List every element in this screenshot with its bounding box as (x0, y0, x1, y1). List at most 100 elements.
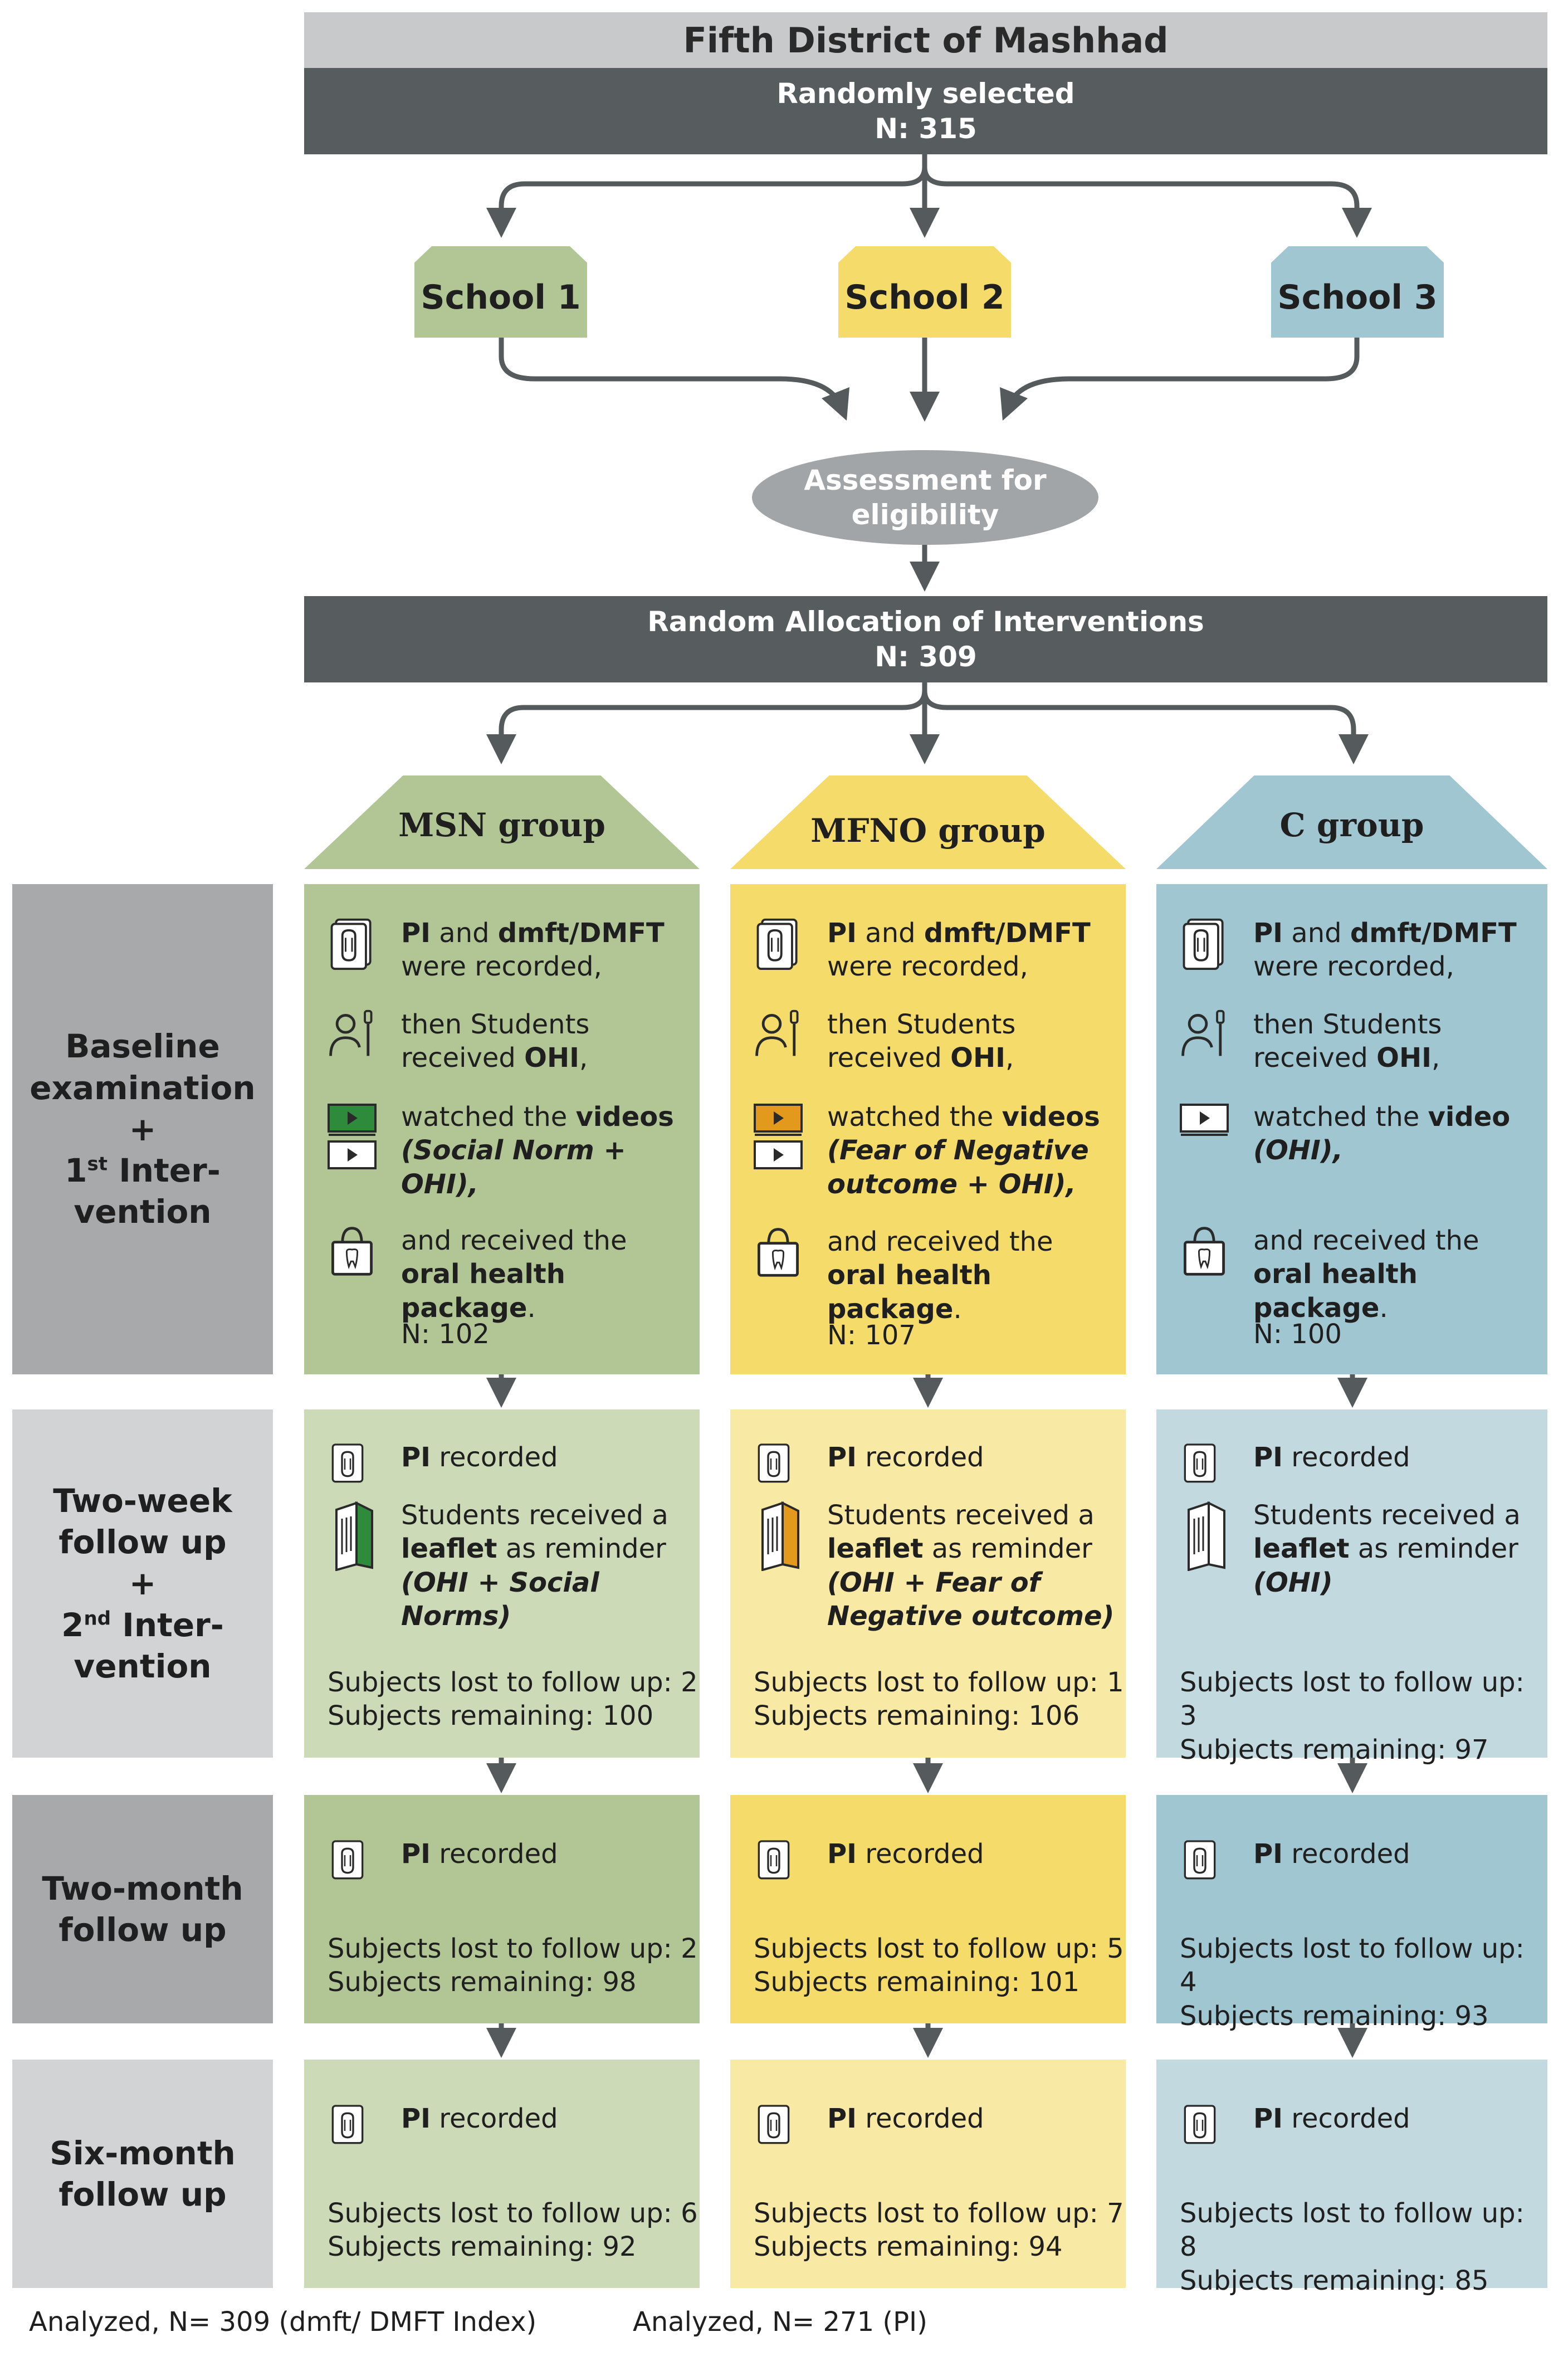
school-1-box: School 1 (414, 246, 587, 338)
video-icon (328, 1104, 377, 1169)
allocation-box: Random Allocation of Interventions N: 30… (304, 596, 1547, 682)
mfno-two-week-pi-row: PI recorded (751, 1441, 984, 1487)
stage-six-month: Six-month follow up (12, 2060, 273, 2288)
msn-six-month-remaining: Subjects remaining: 92 (328, 2231, 637, 2263)
stage-two-week-line4: 2nd Inter- (61, 1606, 224, 1644)
arrow-to-school-3 (922, 154, 1372, 238)
stage-two-week-line3: + (129, 1564, 157, 1603)
msn-two-week-pi-row: PI recorded (325, 1441, 558, 1487)
msn-two-week-remaining: Subjects remaining: 100 (328, 1700, 654, 1732)
msn-six-month-card: PI recorded Subjects lost to follow up: … (304, 2060, 700, 2288)
mfno-two-week-remaining: Subjects remaining: 106 (754, 1700, 1080, 1732)
leaflet-icon (761, 1501, 799, 1571)
mfno-two-month-pi-row: PI recorded (751, 1837, 984, 1884)
c-six-month-pi-row: PI recorded (1178, 2102, 1410, 2149)
arrow-school-3-to-eligibility (999, 338, 1360, 421)
randomly-selected-box: Randomly selected N: 315 (304, 68, 1547, 154)
msn-two-month-pi-row: PI recorded (325, 1837, 558, 1884)
msn-group-label: MSN group (398, 806, 605, 844)
msn-six-month-pi-row: PI recorded (325, 2102, 558, 2149)
video-icon (1180, 1104, 1229, 1136)
school-1-label: School 1 (421, 278, 581, 317)
c-six-month-remaining: Subjects remaining: 85 (1180, 2265, 1489, 2296)
stage-two-month: Two-month follow up (12, 1795, 273, 2023)
stage-two-week: Two-week follow up + 2nd Inter- vention (12, 1409, 273, 1758)
mfno-baseline-n: N: 107 (827, 1320, 916, 1351)
c-two-month-remaining: Subjects remaining: 93 (1180, 2000, 1489, 2032)
leaflet-icon (1188, 1501, 1225, 1571)
randomly-selected-label: Randomly selected (776, 77, 1075, 110)
c-two-month-pi-row: PI recorded (1178, 1837, 1410, 1884)
mfno-six-month-pi-row: PI recorded (751, 2102, 984, 2149)
stage-baseline: Baseline examination + 1st Inter- ventio… (12, 884, 273, 1374)
district-header: Fifth District of Mashhad (304, 12, 1547, 68)
stage-baseline-line2: examination (30, 1069, 256, 1107)
mfno-six-month-lost: Subjects lost to follow up: 7 (754, 2198, 1124, 2229)
msn-six-month-lost: Subjects lost to follow up: 6 (328, 2198, 698, 2229)
stage-six-month-line1: Six-month (50, 2134, 236, 2172)
stage-two-week-line1: Two-week (53, 1481, 232, 1520)
stage-baseline-line3: + (129, 1110, 157, 1148)
stage-two-week-line5: vention (74, 1647, 212, 1685)
arrow-to-c-group (922, 682, 1369, 764)
eligibility-line2: eligibility (851, 499, 999, 531)
c-six-month-card: PI recorded Subjects lost to follow up: … (1156, 2060, 1547, 2296)
mfno-two-month-remaining: Subjects remaining: 101 (754, 1967, 1080, 1998)
footer-analyzed-dmft: Analyzed, N= 309 (dmft/ DMFT Index) (29, 2306, 537, 2338)
stage-two-month-line2: follow up (58, 1911, 227, 1949)
stage-baseline-line4: 1st Inter- (65, 1152, 221, 1190)
leaflet-icon (335, 1501, 373, 1571)
mfno-two-month-lost: Subjects lost to follow up: 5 (754, 1933, 1124, 1964)
mfno-six-month-card: PI recorded Subjects lost to follow up: … (730, 2060, 1126, 2288)
c-two-week-lost: Subjects lost to follow up: 3 (1180, 1667, 1525, 1732)
msn-baseline-video-row: watched the videos(Social Norm + OHI), (325, 1100, 700, 1201)
stage-two-week-line2: follow up (58, 1523, 227, 1562)
msn-two-month-remaining: Subjects remaining: 98 (328, 1967, 637, 1998)
district-title: Fifth District of Mashhad (683, 19, 1169, 61)
c-group-label: C group (1279, 806, 1424, 844)
stage-two-month-line1: Two-month (42, 1869, 243, 1908)
footer-analyzed-pi: Analyzed, N= 271 (PI) (633, 2306, 927, 2338)
msn-two-month-lost: Subjects lost to follow up: 2 (328, 1933, 698, 1964)
mfno-two-week-lost: Subjects lost to follow up: 1 (754, 1667, 1124, 1698)
school-2-box: School 2 (838, 246, 1011, 338)
msn-baseline-n: N: 102 (401, 1319, 490, 1350)
school-3-label: School 3 (1277, 278, 1438, 317)
c-baseline-n: N: 100 (1253, 1319, 1342, 1350)
c-two-month-card: PI recorded Subjects lost to follow up: … (1156, 1795, 1547, 2032)
msn-two-week-lost: Subjects lost to follow up: 2 (328, 1667, 698, 1698)
c-baseline-video-row: watched the video(OHI), (1178, 1100, 1510, 1168)
school-3-box: School 3 (1271, 246, 1444, 338)
video-icon (754, 1104, 803, 1169)
c-six-month-lost: Subjects lost to follow up: 8 (1180, 2198, 1525, 2263)
allocation-label: Random Allocation of Interventions (647, 606, 1204, 638)
arrow-to-school-1 (486, 154, 927, 238)
c-two-week-pi-row: PI recorded (1178, 1441, 1410, 1487)
randomly-selected-count: N: 315 (875, 112, 977, 145)
mfno-group-label: MFNO group (810, 812, 1046, 850)
c-two-week-remaining: Subjects remaining: 97 (1180, 1734, 1489, 1765)
msn-two-month-card: PI recorded Subjects lost to follow up: … (304, 1795, 700, 2023)
mfno-two-month-card: PI recorded Subjects lost to follow up: … (730, 1795, 1126, 2023)
eligibility-oval: Assessment for eligibility (752, 450, 1098, 545)
arrow-school-1-to-eligibility (499, 338, 850, 421)
mfno-six-month-remaining: Subjects remaining: 94 (754, 2231, 1063, 2263)
